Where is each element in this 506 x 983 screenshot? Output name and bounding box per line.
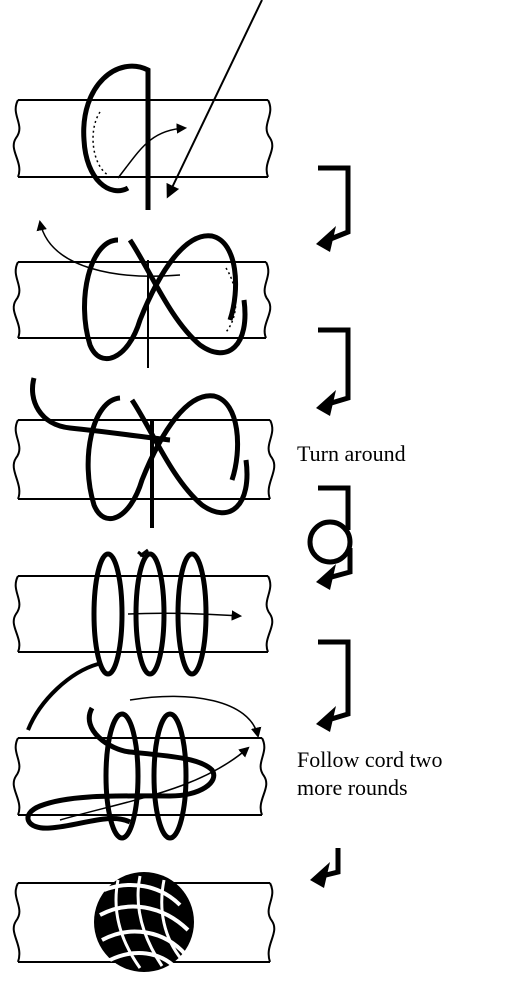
step-5	[12, 695, 268, 841]
step-2	[12, 219, 272, 368]
step-1	[12, 63, 274, 210]
step-6	[12, 872, 276, 972]
step-2-dotted	[225, 267, 237, 333]
follow-cord-label-line1: Follow cord two	[297, 747, 443, 772]
step-4-cylinder	[12, 575, 274, 653]
step-3-cord	[30, 377, 171, 443]
turks-head-knot	[94, 872, 194, 972]
step-5-cylinder	[12, 737, 268, 816]
step-2-path-arrow	[36, 219, 181, 277]
step-arrow-1	[316, 165, 351, 252]
step-2-cylinder	[12, 261, 272, 339]
step-1-path-arrow	[117, 123, 188, 179]
step-arrow-5	[310, 848, 341, 888]
pointer-arrow	[166, 0, 263, 199]
step-arrow-2	[316, 327, 351, 416]
follow-cord-label-line2: more rounds	[297, 775, 408, 800]
step-4	[12, 548, 274, 731]
step-4-ring-1	[91, 551, 125, 677]
step-arrow-turn	[307, 485, 353, 590]
step-arrow-4	[316, 639, 351, 732]
step-4-cord	[26, 662, 99, 731]
step-2-loop-left	[82, 233, 239, 362]
step-1-loop	[81, 63, 151, 210]
step-3-loop-left	[85, 393, 241, 522]
step-4-crossing	[137, 548, 149, 560]
step-4-path-arrow	[127, 610, 243, 621]
turn-around-label: Turn around	[297, 441, 406, 466]
step-1-dotted	[92, 111, 109, 176]
step-1-cylinder	[12, 99, 274, 178]
step-5-path-arrow-2	[59, 746, 250, 821]
step-3-loop-right	[129, 398, 250, 516]
step-5-path-arrow	[129, 695, 262, 739]
step-5-ring-2	[151, 711, 189, 841]
step-5-cord	[25, 706, 217, 831]
step-5-ring-1	[103, 711, 141, 841]
step-3	[12, 377, 276, 528]
